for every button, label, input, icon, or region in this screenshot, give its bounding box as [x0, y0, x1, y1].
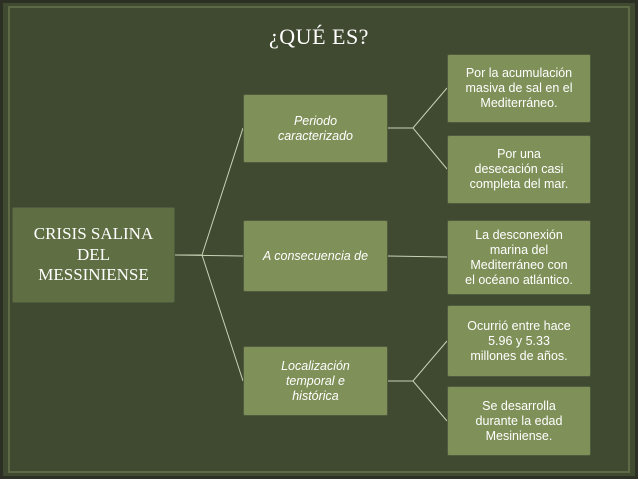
branch-node-consecuencia: A consecuencia de [243, 220, 388, 292]
slide-title: ¿QUÉ ES? [269, 24, 369, 49]
branch-node-localizacion: Localización temporal e histórica [243, 346, 388, 416]
leaf-node-label: La desconexión marina del Mediterráneo c… [465, 227, 573, 287]
leaf-node-edad: Se desarrolla durante la edad Mesiniense… [447, 386, 591, 456]
connector-branch-3-leaf-1 [388, 340, 448, 382]
leaf-node-label: Por la acumulación masiva de sal en el M… [465, 66, 573, 110]
slide-inner-frame [8, 6, 630, 473]
leaf-node-desconexion: La desconexión marina del Mediterráneo c… [447, 220, 591, 295]
connector-branch-1-leaf-2 [388, 127, 448, 170]
leaf-node-label: Por una desecación casi completa del mar… [469, 147, 569, 191]
connector-branch-2-leaf-1 [387, 255, 448, 258]
connector-root-branch-1 [175, 127, 244, 256]
leaf-node-acumulacion: Por la acumulación masiva de sal en el M… [447, 54, 591, 123]
connector-branch-1-leaf-1 [388, 87, 448, 129]
root-node-label: CRISIS SALINA DEL MESSINIENSE [33, 224, 154, 285]
leaf-node-fecha: Ocurrió entre hace 5.96 y 5.33 millones … [447, 305, 591, 377]
connector-root-branch-3 [175, 254, 244, 382]
leaf-node-label: Se desarrolla durante la edad Mesiniense… [475, 398, 563, 443]
branch-node-label: Localización temporal e histórica [281, 358, 350, 403]
root-node-crisis-salina: CRISIS SALINA DEL MESSINIENSE [12, 207, 175, 303]
leaf-node-desecacion: Por una desecación casi completa del mar… [447, 135, 591, 204]
connector-branch-3-leaf-2 [388, 380, 448, 422]
branch-node-label: Periodo caracterizado [277, 113, 354, 143]
branch-node-periodo: Periodo caracterizado [243, 94, 388, 163]
leaf-node-label: Ocurrió entre hace 5.96 y 5.33 millones … [467, 318, 571, 363]
branch-node-label: A consecuencia de [262, 248, 369, 263]
